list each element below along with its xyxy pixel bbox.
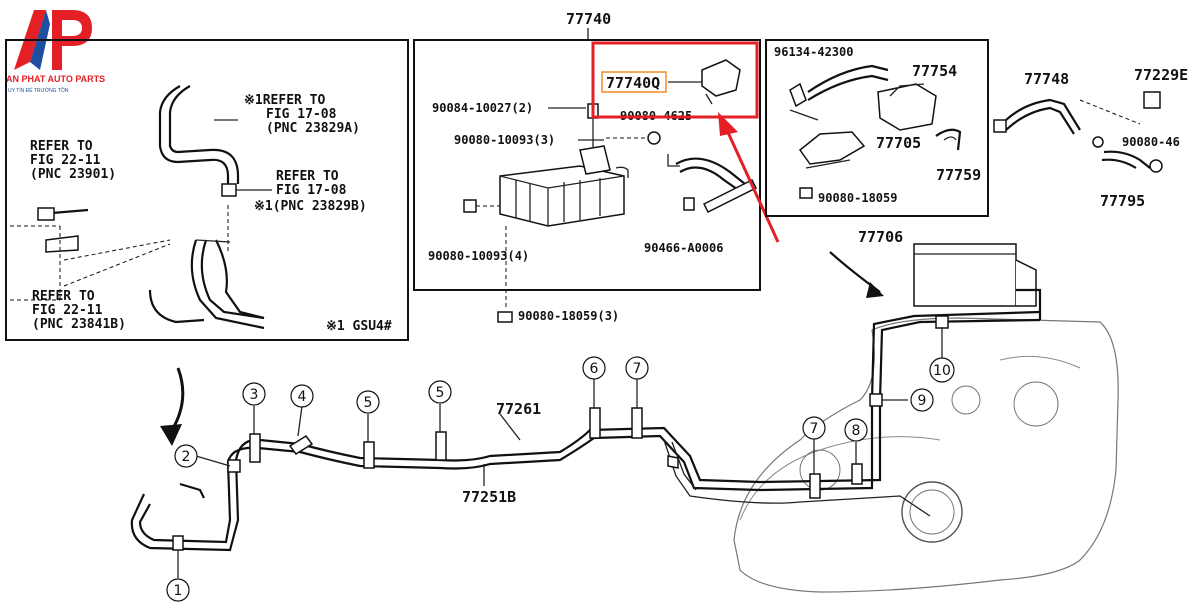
svg-text:5: 5 [364,395,373,411]
left-reference-box [5,39,409,341]
refer-pnc-23901: (PNC 23901) [30,167,116,182]
part-96134-42300: 96134-42300 [774,45,853,59]
highlight-label-box [601,71,667,93]
refer-fig-17-08-a-line2: FIG 17-08 [266,107,337,122]
svg-text:8: 8 [852,423,861,439]
part-77705: 77705 [876,134,921,152]
red-arrow [724,127,780,243]
refer-fig-17-08-a: ※1REFER TO [244,93,326,108]
part-90084-10027: 90084-10027(2) [432,101,533,115]
svg-text:3: 3 [250,387,259,403]
red-arrowhead [718,112,738,136]
part-77740-title: 77740 [566,10,611,28]
part-90080-46: 90080-46 [1122,135,1180,149]
canister-assembly [829,243,1037,307]
logo-tagline: UY TÍN ĐỂ TRƯỜNG TỒN [8,87,69,94]
callout-7b: 7 [802,416,826,440]
far-right-drawing [993,91,1163,173]
note-gsu4: ※1 GSU4# [326,319,392,334]
part-77748: 77748 [1024,70,1069,88]
part-90080-10093-4: 90080-10093(4) [428,249,529,263]
logo: AN PHAT AUTO PARTS UY TÍN ĐỂ TRƯỜNG TỒN [0,0,105,104]
svg-text:2: 2 [182,449,191,465]
refer-fig-17-08-b-line2: FIG 17-08 [276,183,347,198]
part-77229e: 77229E [1134,66,1188,84]
part-77754: 77754 [912,62,957,80]
right-box-drawing [789,64,962,199]
svg-text:7: 7 [633,361,642,377]
callout-4: 4 [290,384,314,408]
logo-brand: AN PHAT AUTO PARTS [6,74,105,84]
svg-text:1: 1 [174,583,183,599]
curved-arrow-left [160,367,185,446]
fuel-lines [130,288,1042,552]
part-77795: 77795 [1100,192,1145,210]
leader-lines [177,328,943,578]
refer-pnc-23829a: (PNC 23829A) [266,121,360,136]
callout-9: 9 [910,388,934,412]
highlight-box [591,41,759,119]
refer-fig-22-11-a: REFER TO [30,139,93,154]
part-90466-a0006: 90466-A0006 [644,241,723,255]
refer-fig-22-11-a-line2: FIG 22-11 [30,153,101,168]
canister-drawing [463,59,758,323]
svg-text:7: 7 [810,421,819,437]
svg-text:4: 4 [298,389,307,405]
part-77251b: 77251B [462,488,516,506]
svg-text:10: 10 [933,363,951,379]
refer-fig-22-11-b: REFER TO [32,289,95,304]
svg-text:9: 9 [918,393,927,409]
callout-5b: 5 [428,380,452,404]
callout-10: 10 [929,357,955,383]
svg-text:6: 6 [590,361,599,377]
canister-box [413,39,761,291]
part-77261: 77261 [496,400,541,418]
refer-pnc-23841b: (PNC 23841B) [32,317,126,332]
part-77740q: 77740Q [606,74,660,92]
callout-2: 2 [174,444,198,468]
refer-pnc-23829b: ※1(PNC 23829B) [254,199,367,214]
part-90080-18059-3: 90080-18059(3) [518,309,619,323]
callout-3: 3 [242,382,266,406]
right-parts-box [765,39,989,217]
callout-5a: 5 [356,390,380,414]
callout-7a: 7 [625,356,649,380]
part-77759: 77759 [936,166,981,184]
callout-8: 8 [844,418,868,442]
refer-fig-17-08-b: REFER TO [276,169,339,184]
fuel-tank [733,317,1119,593]
part-77706: 77706 [858,228,903,246]
refer-fig-22-11-b-line2: FIG 22-11 [32,303,103,318]
part-90080-18059: 90080-18059 [818,191,897,205]
callout-1: 1 [166,578,190,602]
part-90080-10093-3: 90080-10093(3) [454,133,555,147]
left-box-drawing [10,85,272,330]
svg-text:5: 5 [436,385,445,401]
callout-6: 6 [582,356,606,380]
